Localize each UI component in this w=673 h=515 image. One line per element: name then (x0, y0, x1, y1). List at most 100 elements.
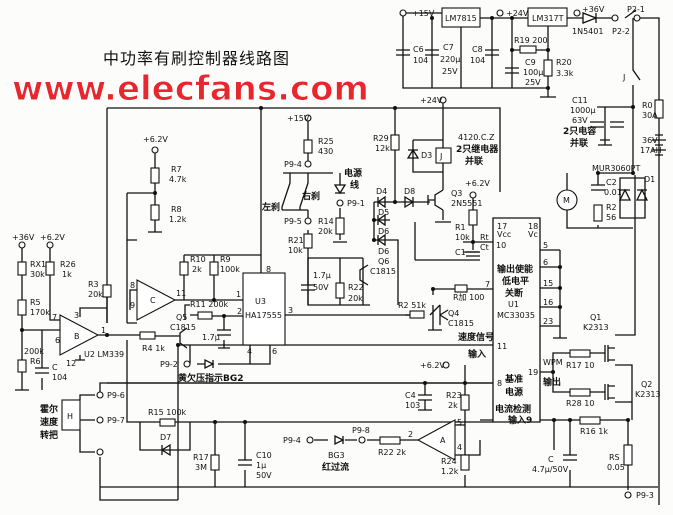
r17-value: 3M (195, 463, 207, 472)
c-4.7u-value: 4.7μ/50V (532, 465, 569, 474)
r0-value: 30A (642, 111, 658, 120)
speed-input-label: 输入 (468, 348, 486, 360)
overcurrent-label: 红过流 (322, 461, 349, 473)
r22b-label: R22 2k (378, 448, 406, 457)
d6b-label: D6 (378, 247, 389, 256)
r21-label: R21 (288, 236, 304, 245)
relay-note2: 并联 (465, 155, 484, 167)
u1-vc: Vc (528, 230, 538, 239)
r0-label: R0 (642, 101, 653, 110)
q4-value: C1815 (448, 319, 474, 328)
u1-pin7: 7 (485, 280, 490, 289)
opamp-a-label: A (440, 436, 446, 445)
u1-pin8: 8 (497, 379, 502, 388)
p9-7-label: P9-7 (107, 416, 125, 425)
resistors (17, 45, 664, 471)
r7-label: R7 (171, 165, 182, 174)
u1-pin11: 11 (497, 342, 507, 351)
diagram-title: 中功率有刷控制器线路图 (103, 49, 290, 68)
u1-pin10: 10 (496, 241, 506, 250)
q2-value: K2313 (635, 390, 661, 399)
p9-5-label: P9-5 (284, 217, 302, 226)
u2-pin7: 7 (52, 313, 57, 322)
rt-label: Rt (480, 233, 489, 242)
u1-low-level: 低电平 (501, 275, 529, 287)
c2-label: C2 (606, 178, 617, 187)
relay-label: J (439, 152, 442, 161)
power-line-label1: 电源 (344, 167, 362, 179)
watermark: www.elecfans.com (12, 69, 369, 109)
p9-2-label: P9-2 (160, 360, 178, 369)
d1-label: D1 (644, 175, 655, 184)
r10-value: 2k (192, 265, 202, 274)
c9-value: 100μ (523, 68, 543, 77)
u2-pin6: 6 (55, 336, 60, 345)
r22a-value: 20k (348, 294, 363, 303)
label-v36: +36V (582, 5, 605, 14)
c11-note1: 2只电容 (563, 125, 596, 137)
r29-label: R29 (373, 134, 389, 143)
r29-value: 12k (375, 144, 390, 153)
u3-pin2: 2 (237, 307, 242, 316)
u1-pin17: 17 (497, 222, 507, 231)
c8-label: C8 (472, 45, 483, 54)
d6a-label: D6 (378, 227, 389, 236)
r24-label: R24 (441, 457, 457, 466)
current-sense-label2: 输入9 (508, 414, 532, 426)
label-v62-left: +6.2V (40, 233, 65, 242)
u3-pin3: 3 (288, 306, 293, 315)
c7-value: 220μ (440, 55, 460, 64)
u3-pin8: 8 (266, 265, 271, 274)
r17-label: R17 (193, 453, 209, 462)
c4-label: C4 (405, 391, 416, 400)
motor-label: M (563, 196, 570, 205)
u1-pin15: 15 (543, 279, 553, 288)
q4-label: Q4 (448, 309, 459, 318)
r24-value: 1.2k (441, 467, 459, 476)
c9-label: C9 (525, 58, 536, 67)
relay-note1: 2只继电器 (456, 143, 499, 155)
c10-label: C10 (256, 451, 272, 460)
r5-label: R5 (30, 298, 41, 307)
r23-label: R23 (446, 391, 462, 400)
u1-pin18: 18 (528, 222, 538, 231)
opamp-c-pin11: 11 (176, 289, 186, 298)
undervoltage-indicator-label: 黄欠压指示BG2 (178, 372, 244, 384)
c11-value: 1000μ (570, 106, 595, 115)
c2-value: 0.01 (604, 188, 622, 197)
diodes (160, 12, 649, 457)
c104-label: C (52, 363, 58, 372)
p2-1-label: P2-1 (627, 5, 645, 14)
r17-10-label: R17 10 (566, 361, 594, 370)
r20-value: 3.3k (556, 69, 574, 78)
p9-6-label: P9-6 (107, 391, 125, 400)
labels: +15V LM7815 +24V LM317T +36V 1N5401 P2-2… (12, 5, 662, 500)
r3-label: R3 (88, 280, 99, 289)
r6-value: 200k (24, 347, 44, 356)
r14-value: 20k (318, 227, 333, 236)
u3-label: U3 (255, 297, 266, 306)
r15-label: R15 100k (148, 408, 187, 417)
q6-value: C1815 (370, 267, 396, 276)
u1-pin16: 16 (543, 298, 553, 307)
r2b-label: R2 51k (398, 301, 426, 310)
hall-label3: 转把 (40, 429, 58, 441)
c8-value: 104 (470, 56, 485, 65)
label-v62-r1: +6.2V (465, 179, 490, 188)
u2-pin3: 3 (74, 311, 79, 320)
c6-label: C6 (413, 45, 424, 54)
c-4.7u-label: C (548, 455, 554, 464)
battery-capacity: 17AH (640, 146, 662, 155)
r9-value: 100k (220, 265, 240, 274)
u1-label: U1 (508, 300, 519, 309)
q1-value: K2313 (583, 323, 609, 332)
u3-pin4: 4 (247, 347, 252, 356)
c7-voltage: 25V (442, 67, 458, 76)
label-v24: +24V (506, 9, 529, 18)
q3-label: Q3 (451, 189, 462, 198)
u2-label: U2 LM339 (84, 350, 124, 359)
c11-voltage: 63V (572, 116, 588, 125)
p9-4-label: P9-4 (284, 160, 302, 169)
